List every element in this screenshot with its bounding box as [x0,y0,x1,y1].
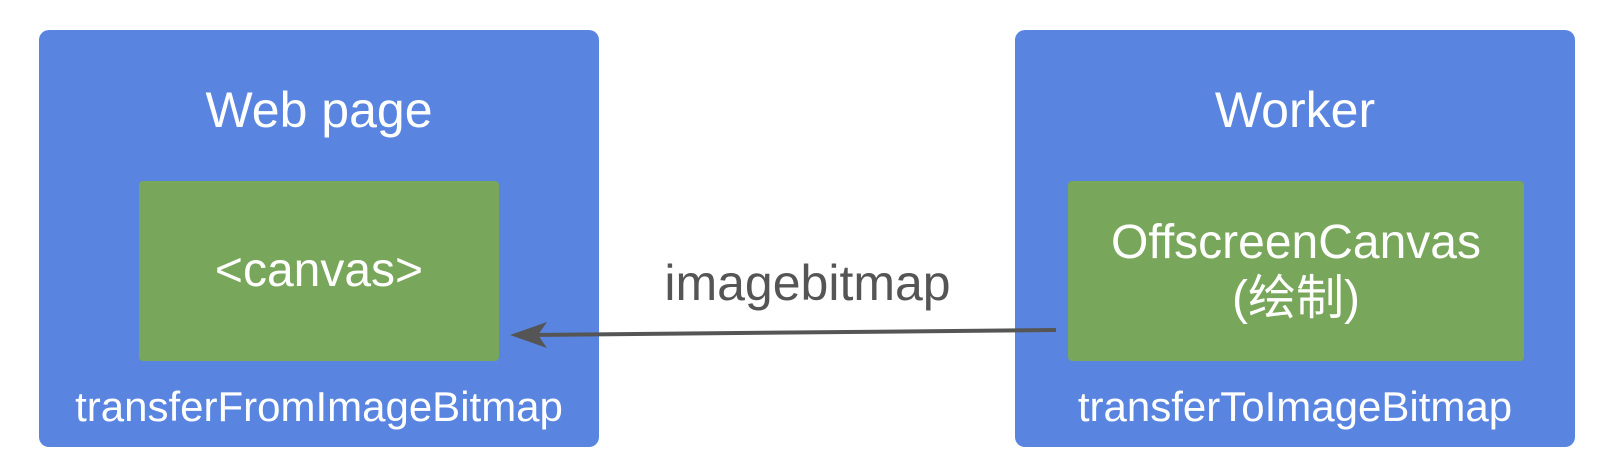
canvas-box: <canvas> [139,181,499,361]
arrow-head [510,322,547,348]
transfer-to-label: transferToImageBitmap [1077,383,1513,430]
web-page-title: Web page [205,82,433,138]
offscreen-canvas-label: OffscreenCanvas [1111,216,1481,269]
worker-box: Worker OffscreenCanvas (绘制) transferToIm… [1015,30,1575,447]
imagebitmap-label: imagebitmap [664,255,951,311]
offscreen-canvas-note: (绘制) [1232,272,1360,325]
worker-title: Worker [1214,82,1376,138]
transfer-from-label: transferFromImageBitmap [75,383,563,430]
web-page-box: Web page <canvas> transferFromImageBitma… [39,30,599,447]
offscreen-canvas-box: OffscreenCanvas (绘制) [1068,181,1524,361]
arrow-line [531,328,1057,337]
canvas-label: <canvas> [214,244,424,297]
